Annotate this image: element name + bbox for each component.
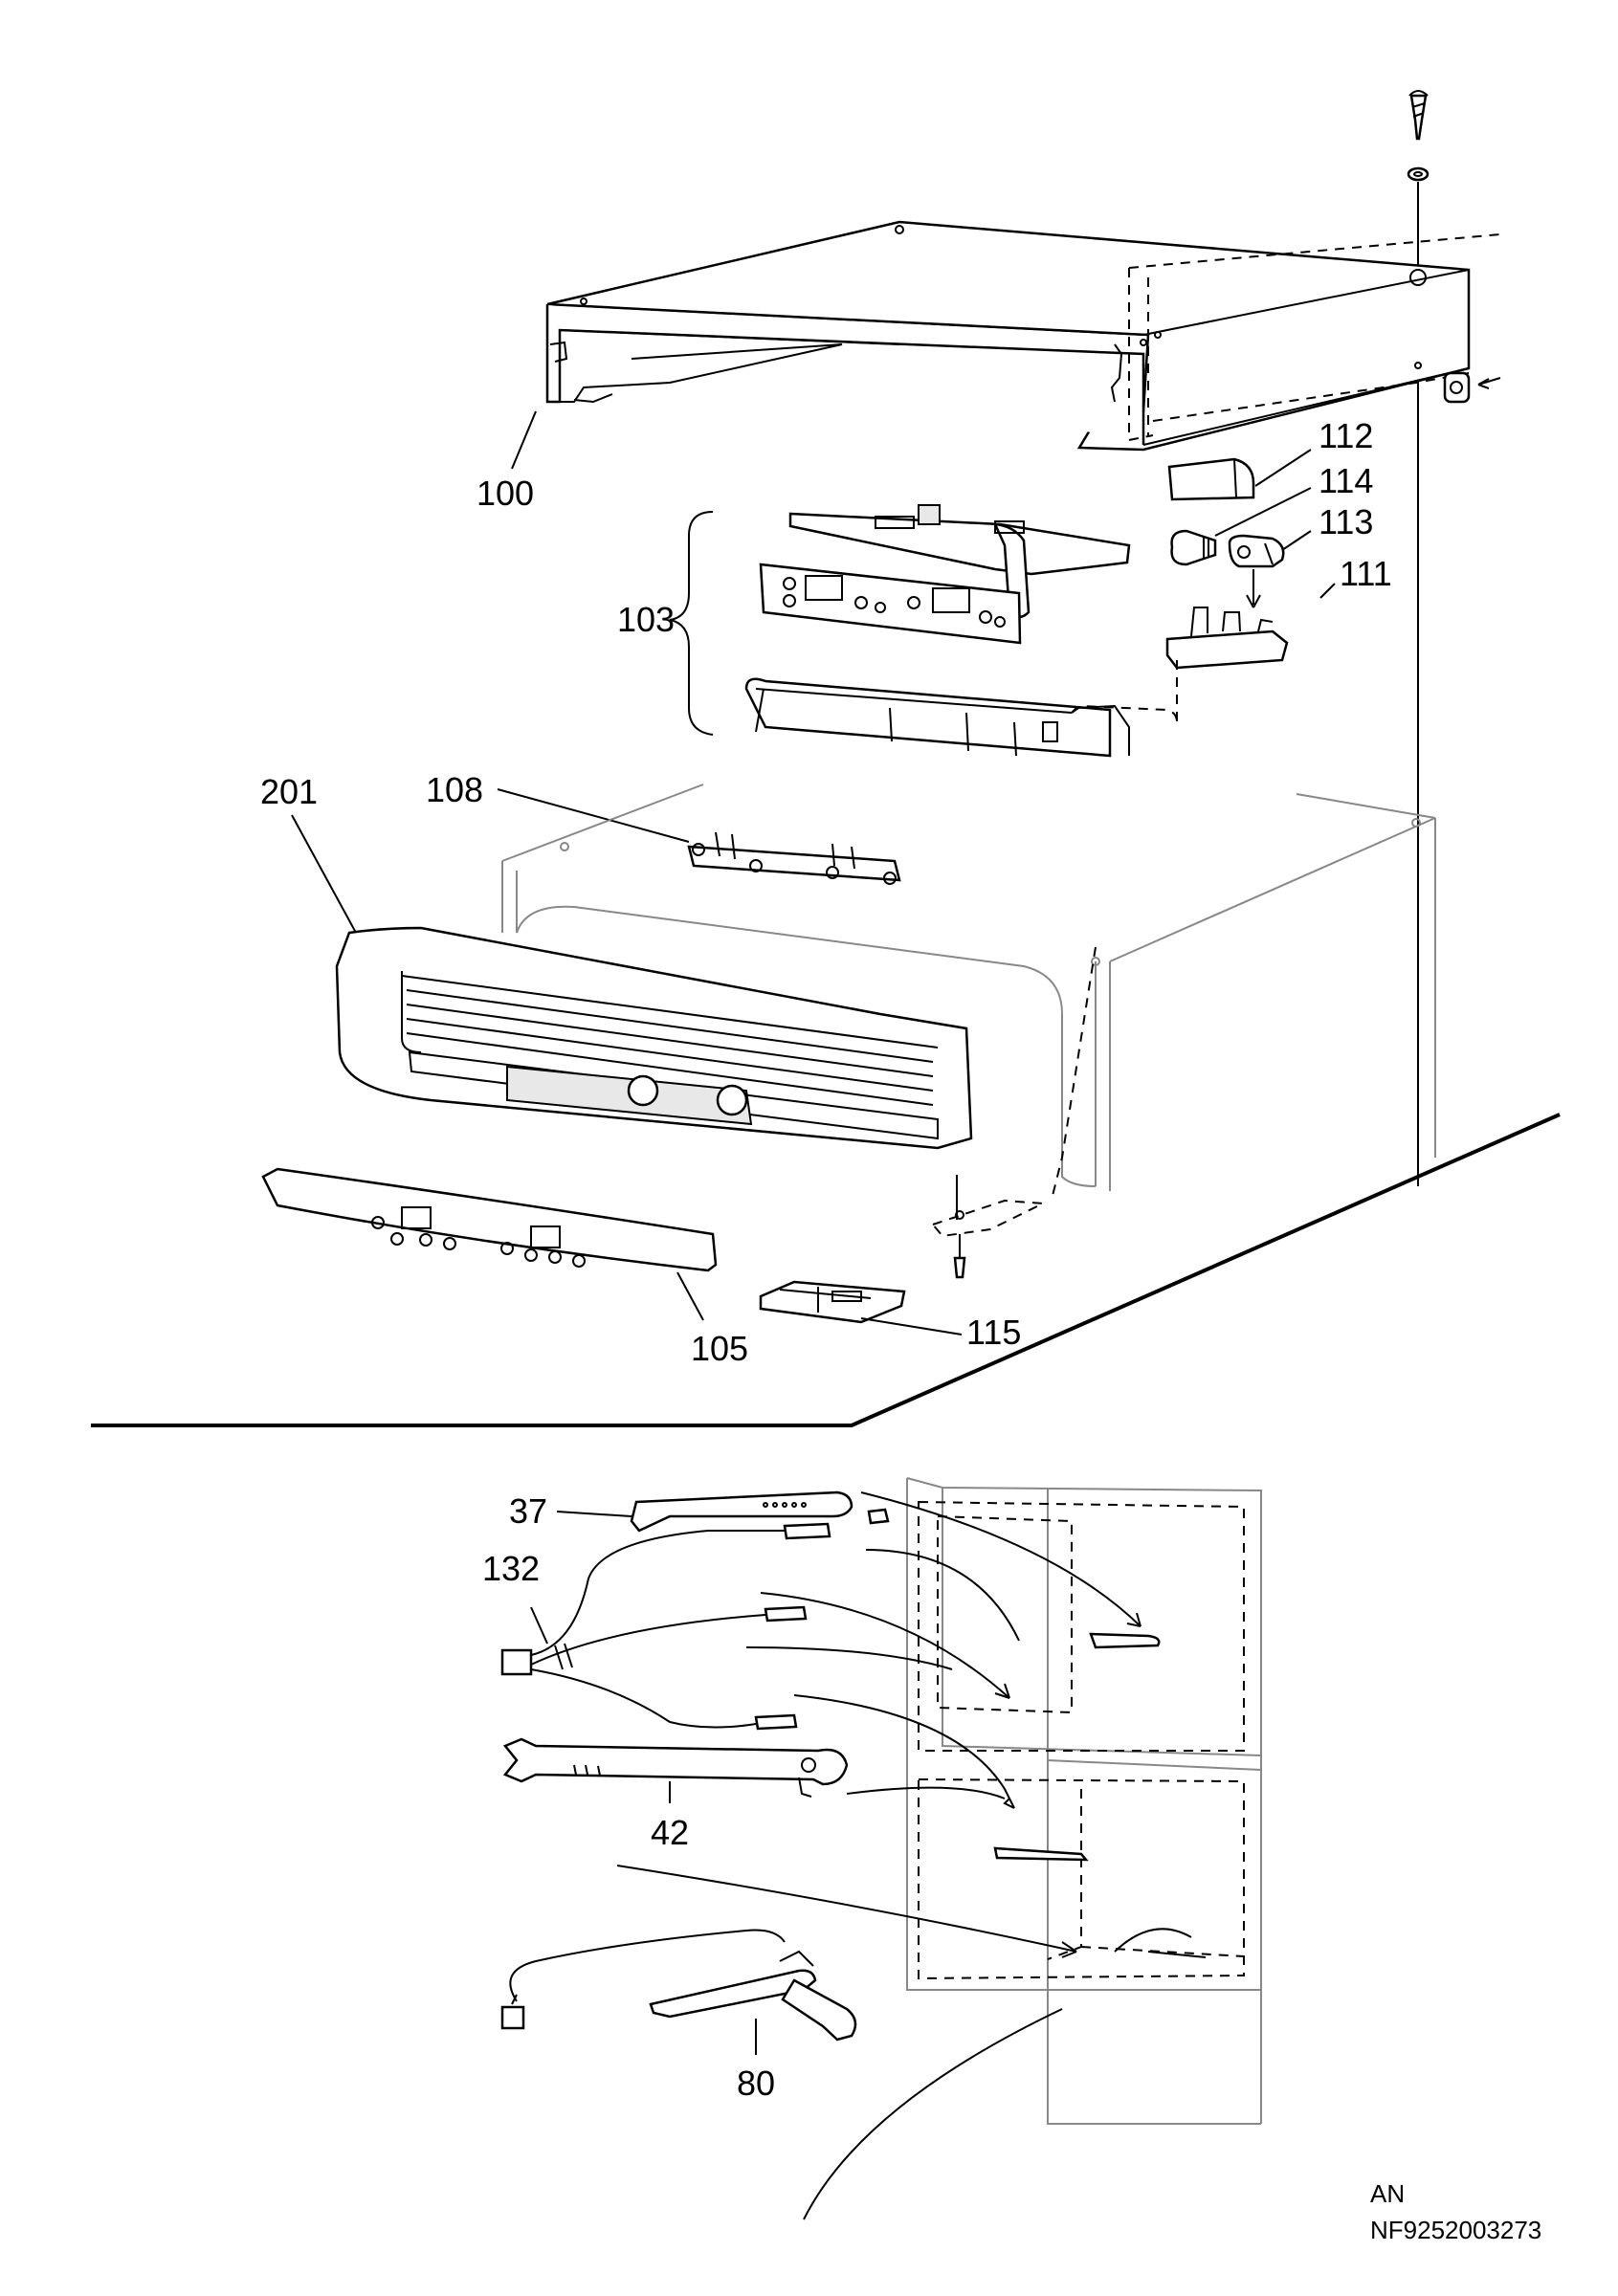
assembly-curve xyxy=(803,2008,1063,2220)
part-label-132: 132 xyxy=(482,1549,540,1588)
sensor-wiring-harness xyxy=(500,1522,831,1731)
hinge-bracket xyxy=(1443,371,1471,404)
part-label-112: 112 xyxy=(1319,416,1373,455)
part-label-114: 114 xyxy=(1319,461,1373,500)
wiring-connector xyxy=(931,1175,1047,1279)
part-label-80: 80 xyxy=(737,2064,775,2103)
defrost-sensor xyxy=(500,1929,857,2042)
part-label-42: 42 xyxy=(651,1813,689,1852)
part-label-105: 105 xyxy=(691,1329,748,1368)
lamp-holder-bracket xyxy=(1165,607,1289,670)
lamp-cover xyxy=(1167,457,1255,501)
group-bracket xyxy=(669,511,714,736)
control-panel-frame xyxy=(335,926,973,1150)
part-label-111: 111 xyxy=(1340,554,1392,593)
screw-icon xyxy=(1407,90,1430,182)
connector-strip xyxy=(687,831,901,885)
footer-part-number: NF9252003273 xyxy=(1370,2216,1541,2244)
section-divider xyxy=(91,1113,1561,1427)
refrigerator-cabinet xyxy=(906,1477,1262,2125)
cabinet-outline xyxy=(501,784,1436,1191)
part-label-113: 113 xyxy=(1319,502,1373,541)
top-cover xyxy=(545,220,1471,452)
display-board xyxy=(759,563,1022,645)
installed-sensor-clip xyxy=(1089,1632,1161,1649)
temperature-sensor-clip xyxy=(630,1490,890,1533)
part-label-100: 100 xyxy=(477,474,534,513)
footer-code-an: AN xyxy=(1370,2179,1405,2208)
part-label-108: 108 xyxy=(426,770,483,809)
part-label-103: 103 xyxy=(617,600,675,639)
part-label-37: 37 xyxy=(509,1491,547,1531)
board-housing xyxy=(744,677,1130,758)
filter-cover xyxy=(759,1280,906,1324)
part-label-115: 115 xyxy=(966,1313,1021,1352)
lamp-bulb xyxy=(1170,529,1217,566)
lamp-socket xyxy=(1228,534,1285,568)
part-label-201: 201 xyxy=(260,772,318,811)
evaporator-sensor xyxy=(502,1737,849,1798)
installed-sensor-probe xyxy=(993,1846,1089,1862)
display-panel xyxy=(261,1167,718,1272)
